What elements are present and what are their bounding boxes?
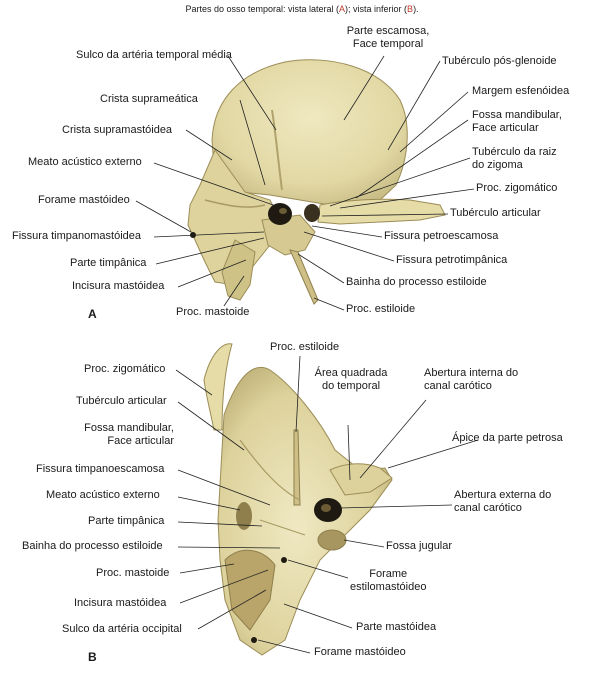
label-fossa-jugular: Fossa jugular (386, 540, 453, 552)
label-crista-suprameatica: Crista suprameática (100, 93, 198, 105)
label-parte-timpanica-b: Parte timpânica (88, 515, 165, 527)
bone-inferior-view (203, 343, 393, 656)
figure-caption: Partes do osso temporal: vista lateral (… (185, 4, 419, 14)
caption-letter-b: B (407, 4, 414, 14)
label-tuberculo-articular-b: Tubérculo articular (76, 395, 167, 407)
label-fossa-mandibular-a: Fossa mandibular,Face articular (472, 109, 562, 134)
label-proc-zigomatico-a: Proc. zigomático (476, 182, 558, 194)
label-meato-acustico-b: Meato acústico externo (46, 489, 160, 501)
label-incisura-mastoidea-a: Incisura mastóidea (72, 280, 165, 292)
label-incisura-mastoidea-b: Incisura mastóidea (74, 597, 167, 609)
label-sulco-arteria-temporal: Sulco da artéria temporal média (76, 49, 232, 61)
label-sulco-arteria-occipital: Sulco da artéria occipital (62, 623, 182, 635)
label-parte-escamosa: Parte escamosa,Face temporal (346, 25, 430, 50)
caption-letter-a: A (339, 4, 346, 14)
label-fissura-timpanomastoidea: Fissura timpanomastóidea (12, 230, 142, 242)
label-parte-mastoidea: Parte mastóidea (356, 621, 437, 633)
label-crista-supramastoidea: Crista supramastóidea (62, 124, 173, 136)
label-fossa-mandibular-b: Fossa mandibular,Face articular (84, 422, 174, 447)
leader-lines-b (175, 355, 479, 654)
label-bainha-processo-estiloide-a: Bainha do processo estiloide (346, 276, 487, 288)
label-proc-zigomatico-b: Proc. zigomático (84, 363, 166, 375)
panel-letter-a: A (88, 307, 97, 321)
label-proc-estiloide-a: Proc. estiloide (346, 303, 416, 315)
label-meato-acustico-a: Meato acústico externo (28, 156, 142, 168)
label-margem-esfenoidea: Margem esfenóidea (472, 85, 570, 97)
label-bainha-processo-estiloide-b: Bainha do processo estiloide (22, 540, 163, 552)
leader-lines-a (135, 55, 475, 311)
label-tuberculo-articular-a: Tubérculo articular (450, 207, 541, 219)
label-proc-mastoide-b: Proc. mastoide (96, 567, 170, 579)
label-parte-timpanica-a: Parte timpânica (70, 257, 147, 269)
label-forame-mastoideo-a: Forame mastóideo (38, 194, 130, 206)
panel-letter-b: B (88, 650, 97, 664)
label-fissura-petroescamosa: Fissura petroescamosa (384, 230, 499, 242)
label-apice-parte-petrosa: Ápice da parte petrosa (452, 432, 563, 444)
label-fissura-timpanoescamosa: Fissura timpanoescamosa (36, 463, 165, 475)
label-forame-mastoideo-b: Forame mastóideo (314, 646, 406, 658)
label-proc-estiloide-b: Proc. estiloide (270, 341, 340, 353)
label-proc-mastoide-a: Proc. mastoide (176, 306, 250, 318)
label-tuberculo-pos-glenoide: Tubérculo pós-glenoide (442, 55, 557, 67)
label-fissura-petrotimpanica: Fissura petrotimpânica (396, 254, 508, 266)
bone-lateral-view (187, 59, 446, 305)
